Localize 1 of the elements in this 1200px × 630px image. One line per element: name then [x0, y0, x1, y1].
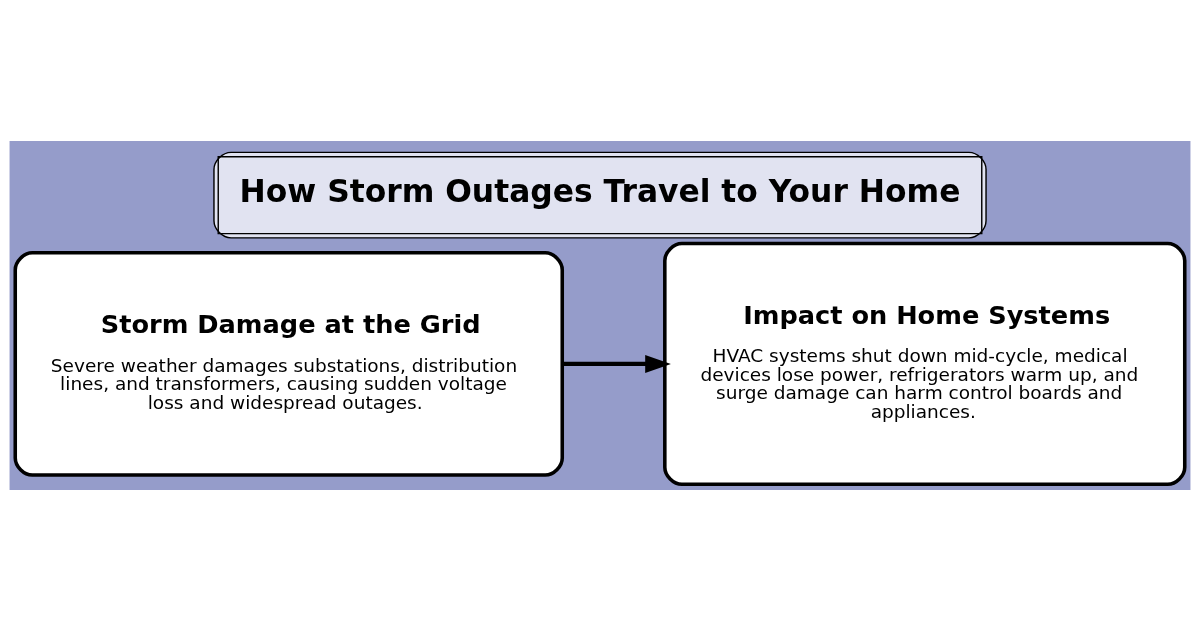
diagram-title: How Storm Outages Travel to Your Home [239, 172, 961, 209]
